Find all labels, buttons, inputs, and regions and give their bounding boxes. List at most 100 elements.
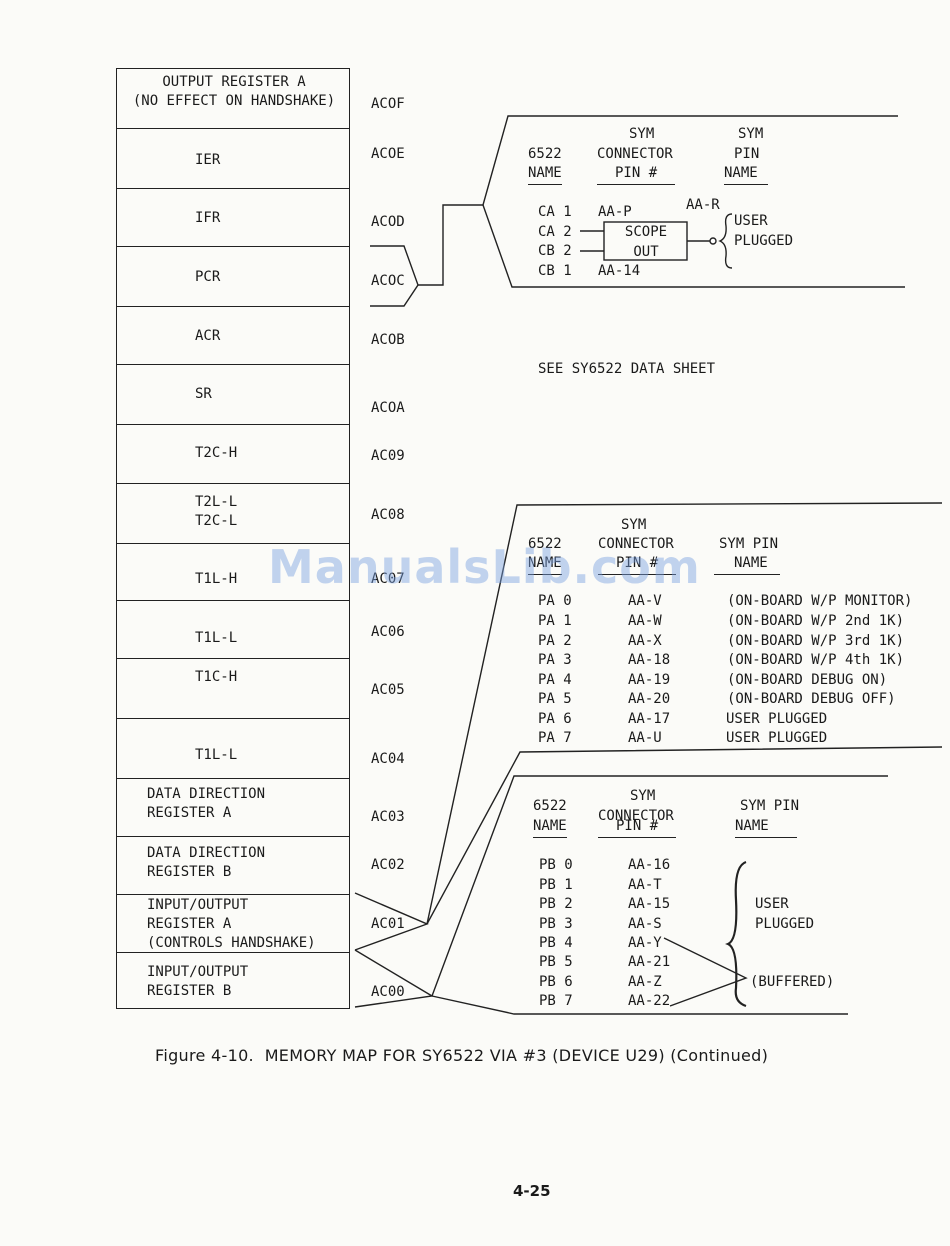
pa-header-name2: NAME xyxy=(714,554,780,575)
pb-row-pin: PB 0 xyxy=(539,857,573,873)
register-address: ACOA xyxy=(371,400,405,416)
pa-row-connector: AA-W xyxy=(628,613,662,629)
pb-header-connector: CONNECTOR xyxy=(598,808,674,824)
register-address: AC02 xyxy=(371,857,405,873)
register-address: AC05 xyxy=(371,682,405,698)
pcr-table-bottom xyxy=(482,204,905,288)
pa-header-name: NAME xyxy=(528,554,562,575)
pb-row-connector: AA-S xyxy=(628,916,662,932)
pa-row-connector: AA-U xyxy=(628,730,662,746)
pcr-row-connector: AA-14 xyxy=(598,263,641,279)
see-datasheet-note: SEE SY6522 DATA SHEET xyxy=(538,361,716,377)
register-address: AC06 xyxy=(371,624,405,640)
pb-row-pin: PB 4 xyxy=(539,935,573,951)
register-address: ACOB xyxy=(371,332,405,348)
pa-row-pin: PA 7 xyxy=(538,730,572,746)
pa-header-6522: 6522 xyxy=(528,536,562,552)
pb-header-name: NAME xyxy=(533,817,567,838)
pcr-link xyxy=(418,204,483,286)
pcr-row-pin: CB 2 xyxy=(538,243,572,259)
pa-row-desc: (ON-BOARD W/P 4th 1K) xyxy=(727,652,905,668)
aa-r-label: AA-R xyxy=(686,197,720,213)
scope-leads xyxy=(580,230,604,252)
register-name: DATA DIRECTION REGISTER A xyxy=(147,786,266,821)
pa-row-pin: PA 5 xyxy=(538,691,572,707)
pcr-header-sym: SYM xyxy=(629,126,655,142)
register-address: ACOC xyxy=(371,273,405,289)
register-address: AC04 xyxy=(371,751,405,767)
register-address: ACOE xyxy=(371,146,405,162)
pcr-header-connector: CONNECTOR xyxy=(597,146,673,162)
user-plugged-label: USER PLUGGED xyxy=(734,213,794,249)
register-name: T1C-H xyxy=(195,669,238,685)
watermark: ManualsLib.com xyxy=(268,540,701,594)
register-box: PCR xyxy=(116,246,350,306)
register-name: OUTPUT REGISTER A (NO EFFECT ON HANDSHAK… xyxy=(132,74,336,109)
register-box: ACR xyxy=(116,306,350,364)
register-box: OUTPUT REGISTER A (NO EFFECT ON HANDSHAK… xyxy=(116,68,350,128)
figure-caption: Figure 4-10. MEMORY MAP FOR SY6522 VIA #… xyxy=(155,1046,769,1065)
register-address: AC01 xyxy=(371,916,405,932)
register-box: T1C-H xyxy=(116,658,350,718)
register-box: IFR xyxy=(116,188,350,246)
pa-row-connector: AA-20 xyxy=(628,691,671,707)
register-name: INPUT/OUTPUT REGISTER B xyxy=(147,964,249,999)
pa-row-desc: (ON-BOARD W/P 2nd 1K) xyxy=(727,613,905,629)
register-box: INPUT/OUTPUT REGISTER B xyxy=(116,952,350,1009)
register-box: T2L-L T2C-L xyxy=(116,483,350,543)
pcr-table-top xyxy=(482,115,898,206)
pb-row-connector: AA-15 xyxy=(628,896,671,912)
pa-row-desc: (ON-BOARD W/P 3rd 1K) xyxy=(727,633,905,649)
pb-header-name2: NAME xyxy=(735,817,797,838)
pcr-row-connector: AA-P xyxy=(598,204,632,220)
register-box: SR xyxy=(116,364,350,424)
pb-row-connector: AA-Y xyxy=(628,935,662,951)
buffered-lines xyxy=(663,937,748,1007)
pcr-bracket xyxy=(370,245,419,307)
register-address: ACOF xyxy=(371,96,405,112)
pa-header-pin-num: PIN # xyxy=(598,554,677,575)
pb-row-pin: PB 6 xyxy=(539,974,573,990)
pb-row-pin: PB 5 xyxy=(539,954,573,970)
register-name: IFR xyxy=(195,210,221,226)
pa-row-connector: AA-18 xyxy=(628,652,671,668)
scope-terminal xyxy=(709,237,717,245)
pb-row-connector: AA-16 xyxy=(628,857,671,873)
pb-user-plugged-label: USER PLUGGED xyxy=(755,896,815,932)
port-b-bottom xyxy=(431,995,848,1015)
pcr-header-sym2: SYM xyxy=(738,126,764,142)
register-name: SR xyxy=(195,386,212,402)
pa-row-connector: AA-19 xyxy=(628,672,671,688)
register-box: IER xyxy=(116,128,350,188)
port-a-bottom xyxy=(426,746,943,925)
register-name: T2C-H xyxy=(195,445,238,461)
pb-row-connector: AA-22 xyxy=(628,993,671,1009)
pb-row-pin: PB 7 xyxy=(539,993,573,1009)
pa-row-connector: AA-X xyxy=(628,633,662,649)
pa-row-pin: PA 0 xyxy=(538,593,572,609)
pa-row-pin: PA 3 xyxy=(538,652,572,668)
pcr-header-pin-num: PIN # xyxy=(597,164,676,185)
register-address: AC09 xyxy=(371,448,405,464)
pa-header-connector: CONNECTOR xyxy=(598,536,674,552)
pcr-row-pin: CB 1 xyxy=(538,263,572,279)
pa-header-sym: SYM xyxy=(621,517,647,533)
register-address: ACOD xyxy=(371,214,405,230)
register-box: DATA DIRECTION REGISTER B xyxy=(116,836,350,894)
register-box: T1L-H xyxy=(116,543,350,600)
port-a-top xyxy=(426,502,943,925)
register-address: AC07 xyxy=(371,571,405,587)
pb-buffered-label: (BUFFERED) xyxy=(750,974,835,990)
pcr-header-name: NAME xyxy=(528,164,562,185)
pa-row-desc: (ON-BOARD DEBUG OFF) xyxy=(727,691,896,707)
register-name: T2L-L T2C-L xyxy=(195,494,238,529)
pa-row-desc: USER PLUGGED xyxy=(726,711,828,727)
register-name: T1L-L xyxy=(195,747,238,763)
pa-row-pin: PA 2 xyxy=(538,633,572,649)
register-name: T1L-H xyxy=(195,571,238,587)
pa-row-connector: AA-V xyxy=(628,593,662,609)
register-address: AC03 xyxy=(371,809,405,825)
pb-row-pin: PB 3 xyxy=(539,916,573,932)
pcr-header-6522: 6522 xyxy=(528,146,562,162)
